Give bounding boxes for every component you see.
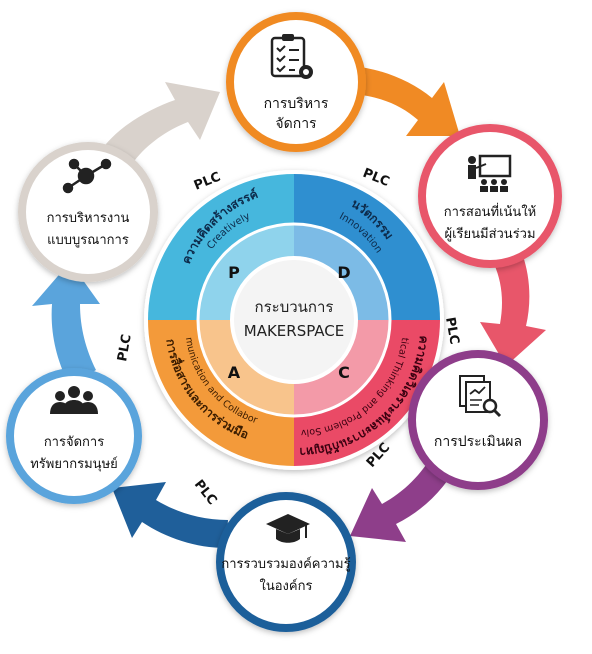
letter-p: P bbox=[228, 263, 240, 282]
node-management-line2: จัดการ bbox=[275, 116, 317, 132]
center-line2: MAKERSPACE bbox=[244, 322, 345, 340]
node-hr-line2: ทรัพยากรมนุษย์ bbox=[30, 456, 118, 472]
center-hub bbox=[230, 256, 358, 384]
clipboard-gear-icon bbox=[270, 34, 313, 79]
node-knowledge-line2: ในองค์กร bbox=[260, 578, 313, 594]
plc-label-top-right: PLC bbox=[361, 166, 392, 190]
node-hr: การจัดการ ทรัพยากรมนุษย์ bbox=[6, 368, 142, 504]
center-line1: กระบวนการ bbox=[255, 298, 334, 316]
node-evaluation-line1: การประเมินผล bbox=[434, 434, 522, 450]
arrow-hr-to-integrated bbox=[32, 262, 100, 386]
network-nodes-icon bbox=[62, 158, 112, 194]
arrow-knowledge-to-hr bbox=[112, 482, 228, 548]
graduation-cap-icon bbox=[266, 514, 310, 543]
node-integrated-line2: แบบบูรณาการ bbox=[47, 233, 129, 248]
people-group-icon bbox=[50, 386, 98, 414]
arrow-evaluation-to-knowledge bbox=[350, 452, 460, 542]
node-management-line1: การบริหาร bbox=[264, 96, 329, 112]
document-magnifier-icon bbox=[459, 375, 502, 418]
letter-d: D bbox=[337, 263, 350, 282]
arrow-teaching-to-evaluation bbox=[480, 248, 546, 366]
plc-label-right: PLC bbox=[442, 316, 462, 346]
plc-label-bottom-left: PLC bbox=[191, 477, 220, 508]
node-teaching-line1: การสอนที่เน้นให้ bbox=[444, 203, 537, 220]
node-management: การบริหาร จัดการ bbox=[226, 12, 366, 152]
plc-label-left: PLC bbox=[115, 333, 135, 363]
node-knowledge-line1: การรวบรวมองค์ความรู้ bbox=[221, 556, 350, 572]
arrow-management-to-teaching bbox=[350, 66, 460, 136]
node-hr-line1: การจัดการ bbox=[44, 435, 104, 450]
node-integrated-line1: การบริหารงาน bbox=[47, 211, 130, 226]
arrow-integrated-to-management bbox=[96, 82, 220, 170]
node-knowledge: การรวบรวมองค์ความรู้ ในองค์กร bbox=[216, 492, 356, 632]
node-teaching: การสอนที่เน้นให้ ผู้เรียนมีส่วนร่วม bbox=[418, 124, 562, 268]
teacher-presentation-icon bbox=[468, 154, 512, 192]
node-teaching-line2: ผู้เรียนมีส่วนร่วม bbox=[444, 226, 535, 242]
node-integrated: การบริหารงาน แบบบูรณาการ bbox=[18, 142, 158, 282]
cycle-arrows bbox=[32, 66, 546, 548]
letter-a: A bbox=[228, 363, 241, 382]
letter-c: C bbox=[338, 363, 350, 382]
plc-label-top-left: PLC bbox=[192, 170, 223, 194]
node-evaluation: การประเมินผล bbox=[408, 350, 548, 490]
